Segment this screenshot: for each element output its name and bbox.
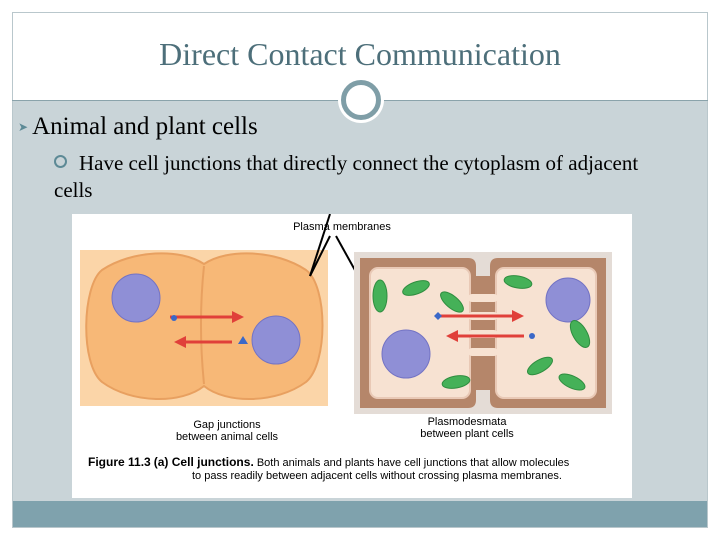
label-gap-junctions: Gap junctions between animal cells [175, 419, 279, 443]
chloroplast [372, 279, 388, 313]
animal-cell-membrane-junction [200, 265, 205, 385]
label-plasma-membranes: Plasma membranes [293, 221, 391, 233]
animal-arrow-left-head [174, 336, 186, 348]
bullet-level2-text: Have cell junctions that directly connec… [54, 151, 639, 202]
chloroplast [402, 280, 430, 296]
plant-arrow-left-head [446, 330, 458, 342]
animal-nucleus-right [251, 315, 301, 365]
cell-illustration [80, 213, 612, 414]
chloroplast [527, 356, 553, 376]
slide-frame [12, 12, 708, 528]
animal-nucleus-left [111, 273, 161, 323]
caption-text-line2: to pass readily between adjacent cells w… [192, 470, 562, 482]
cell-junction-figure: Plasma membranes Gap junctions between a… [72, 213, 632, 498]
plant-molecule-dot [529, 333, 535, 339]
chloroplast [558, 373, 586, 391]
caption-figure-number: Figure 11.3 [88, 455, 151, 469]
slide-title: Direct Contact Communication [159, 36, 561, 72]
chloroplast [441, 375, 471, 389]
caption-part-label: (a) Cell junctions. [153, 455, 254, 469]
chloroplast [569, 320, 591, 348]
label-pointer-right [335, 235, 357, 273]
animal-molecule-triangle [238, 336, 248, 344]
bullet-level1: ➤Animal and plant cells [18, 113, 258, 141]
animal-molecule-dot [171, 315, 177, 321]
bullet-arrow-icon: ➤ [18, 120, 29, 134]
bullet-level2: Have cell junctions that directly connec… [54, 150, 674, 204]
plant-nucleus-right [545, 277, 591, 323]
chloroplast [440, 291, 464, 313]
animal-cells [80, 250, 328, 406]
plasmodesma-4 [468, 348, 498, 356]
divider-circle-ornament [341, 80, 381, 120]
figure-caption: Figure 11.3 (a) Cell junctions. Both ani… [88, 456, 628, 483]
plant-nucleus-left [381, 329, 431, 379]
label-pointer-left [309, 213, 331, 277]
plant-arrow-right-head [512, 310, 524, 322]
animal-arrow-right-head [232, 311, 244, 323]
chloroplast [503, 275, 533, 289]
caption-text-line1: Both animals and plants have cell juncti… [253, 457, 570, 469]
plasmodesma-1 [468, 294, 498, 302]
plant-molecule-diamond [434, 312, 442, 320]
bullet-level1-text: Animal and plant cells [32, 113, 258, 140]
bullet-ring-icon [54, 155, 67, 168]
plant-cells [354, 252, 612, 414]
label-plasmodesmata: Plasmodesmata between plant cells [420, 416, 514, 440]
footer-band [13, 501, 707, 527]
